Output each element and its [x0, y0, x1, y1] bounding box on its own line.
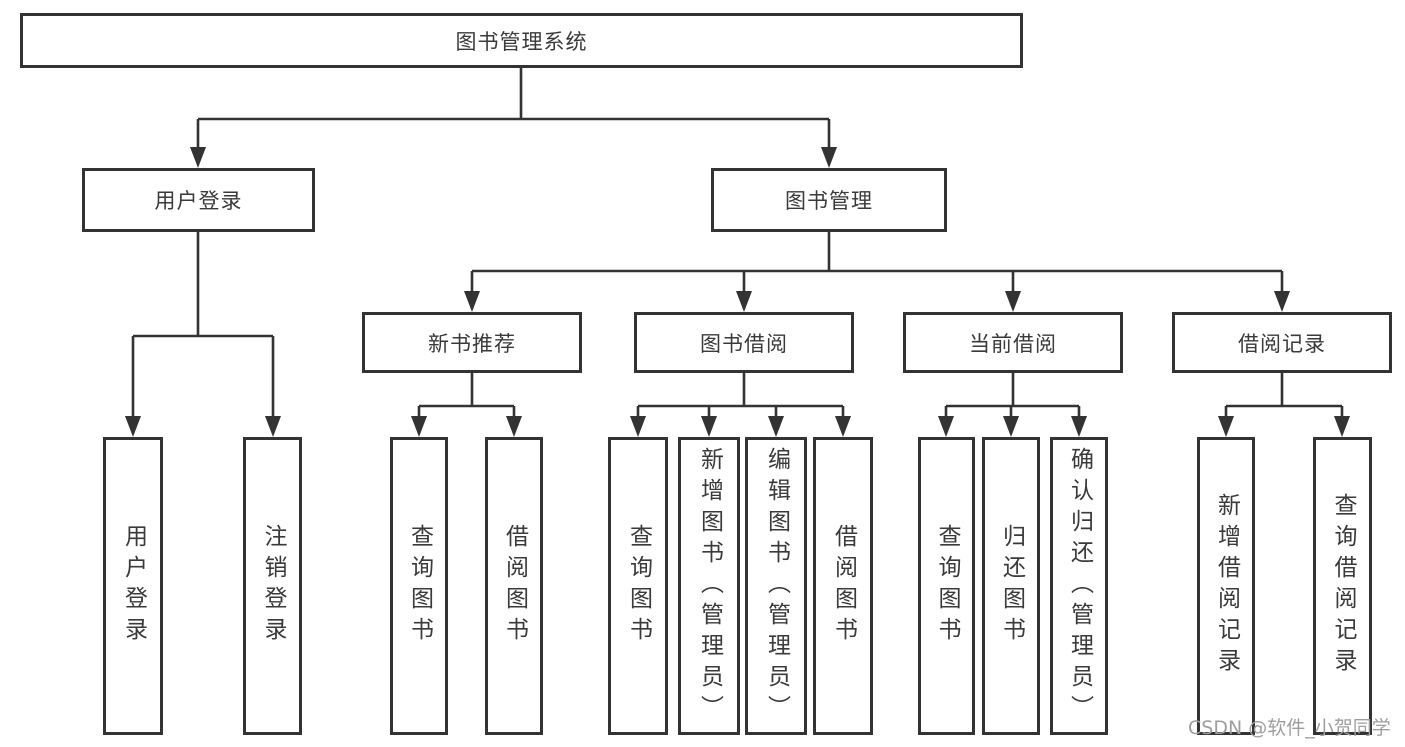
- arrowhead-icon: [1274, 291, 1290, 312]
- node-borrow-record-label: 借阅记录: [1238, 331, 1326, 356]
- node-book-borrow-label: 图书借阅: [700, 331, 788, 356]
- leaf-nb-borrow-book: 借阅图书: [485, 437, 543, 735]
- arrowhead-icon: [938, 416, 954, 437]
- arrowhead-icon: [630, 416, 646, 437]
- arrowhead-icon: [506, 416, 522, 437]
- leaf-cb-return-book: 归还图书: [982, 437, 1040, 735]
- leaf-logout: 注销登录: [243, 437, 302, 735]
- leaf-bb-borrow-book-label: 借阅图书: [830, 524, 857, 648]
- arrowhead-icon: [835, 416, 851, 437]
- leaf-cb-query-book: 查询图书: [918, 437, 975, 735]
- leaf-bb-add-book-admin-label: 新增图书（管理员）: [696, 446, 723, 726]
- leaf-bb-query-book: 查询图书: [608, 437, 668, 735]
- leaf-br-add-record-label: 新增借阅记录: [1213, 493, 1240, 679]
- arrowhead-icon: [768, 416, 784, 437]
- leaf-br-query-record-label: 查询借阅记录: [1330, 493, 1356, 679]
- node-current-borrow: 当前借阅: [903, 312, 1123, 373]
- arrowhead-icon: [190, 147, 206, 168]
- leaf-bb-edit-book-admin-label: 编辑图书（管理员）: [763, 446, 790, 726]
- arrowhead-icon: [125, 416, 141, 437]
- arrowhead-icon: [1218, 416, 1234, 437]
- leaf-br-query-record: 查询借阅记录: [1313, 437, 1372, 735]
- leaf-cb-confirm-return-admin-label: 确认归还（管理员）: [1066, 446, 1093, 726]
- leaf-nb-query-book: 查询图书: [390, 437, 448, 735]
- arrowhead-icon: [411, 416, 427, 437]
- leaf-nb-borrow-book-label: 借阅图书: [501, 524, 528, 648]
- node-book-management: 图书管理: [711, 168, 947, 232]
- watermark: CSDN @软件_小贺同学: [1188, 717, 1391, 739]
- node-current-borrow-label: 当前借阅: [969, 331, 1057, 356]
- leaf-logout-label: 注销登录: [260, 524, 286, 648]
- arrowhead-icon: [1334, 416, 1350, 437]
- arrowhead-icon: [821, 147, 837, 168]
- leaf-br-add-record: 新增借阅记录: [1197, 437, 1255, 735]
- arrowhead-icon: [1005, 291, 1021, 312]
- leaf-bb-edit-book-admin: 编辑图书（管理员）: [745, 437, 807, 735]
- arrowhead-icon: [701, 416, 717, 437]
- node-root-label: 图书管理系统: [455, 29, 588, 54]
- node-borrow-record: 借阅记录: [1172, 312, 1392, 373]
- node-new-book-recommend: 新书推荐: [362, 312, 582, 373]
- arrowhead-icon: [1003, 416, 1019, 437]
- leaf-cb-return-book-label: 归还图书: [998, 524, 1025, 648]
- leaf-nb-query-book-label: 查询图书: [406, 524, 433, 648]
- leaf-cb-query-book-label: 查询图书: [934, 524, 960, 648]
- arrowhead-icon: [265, 416, 281, 437]
- leaf-user-login-label: 用户登录: [120, 524, 147, 648]
- node-root: 图书管理系统: [20, 13, 1023, 68]
- leaf-user-login: 用户登录: [103, 437, 163, 735]
- arrowhead-icon: [736, 291, 752, 312]
- node-book-borrow: 图书借阅: [634, 312, 854, 373]
- arrowhead-icon: [464, 291, 480, 312]
- leaf-bb-borrow-book: 借阅图书: [813, 437, 873, 735]
- leaf-bb-add-book-admin: 新增图书（管理员）: [678, 437, 740, 735]
- arrowhead-icon: [1071, 416, 1087, 437]
- node-user-login-label: 用户登录: [154, 189, 243, 213]
- node-user-login: 用户登录: [82, 168, 315, 232]
- leaf-bb-query-book-label: 查询图书: [625, 524, 652, 648]
- node-book-management-label: 图书管理: [785, 189, 873, 213]
- leaf-cb-confirm-return-admin: 确认归还（管理员）: [1050, 437, 1108, 735]
- node-new-book-recommend-label: 新书推荐: [428, 331, 516, 356]
